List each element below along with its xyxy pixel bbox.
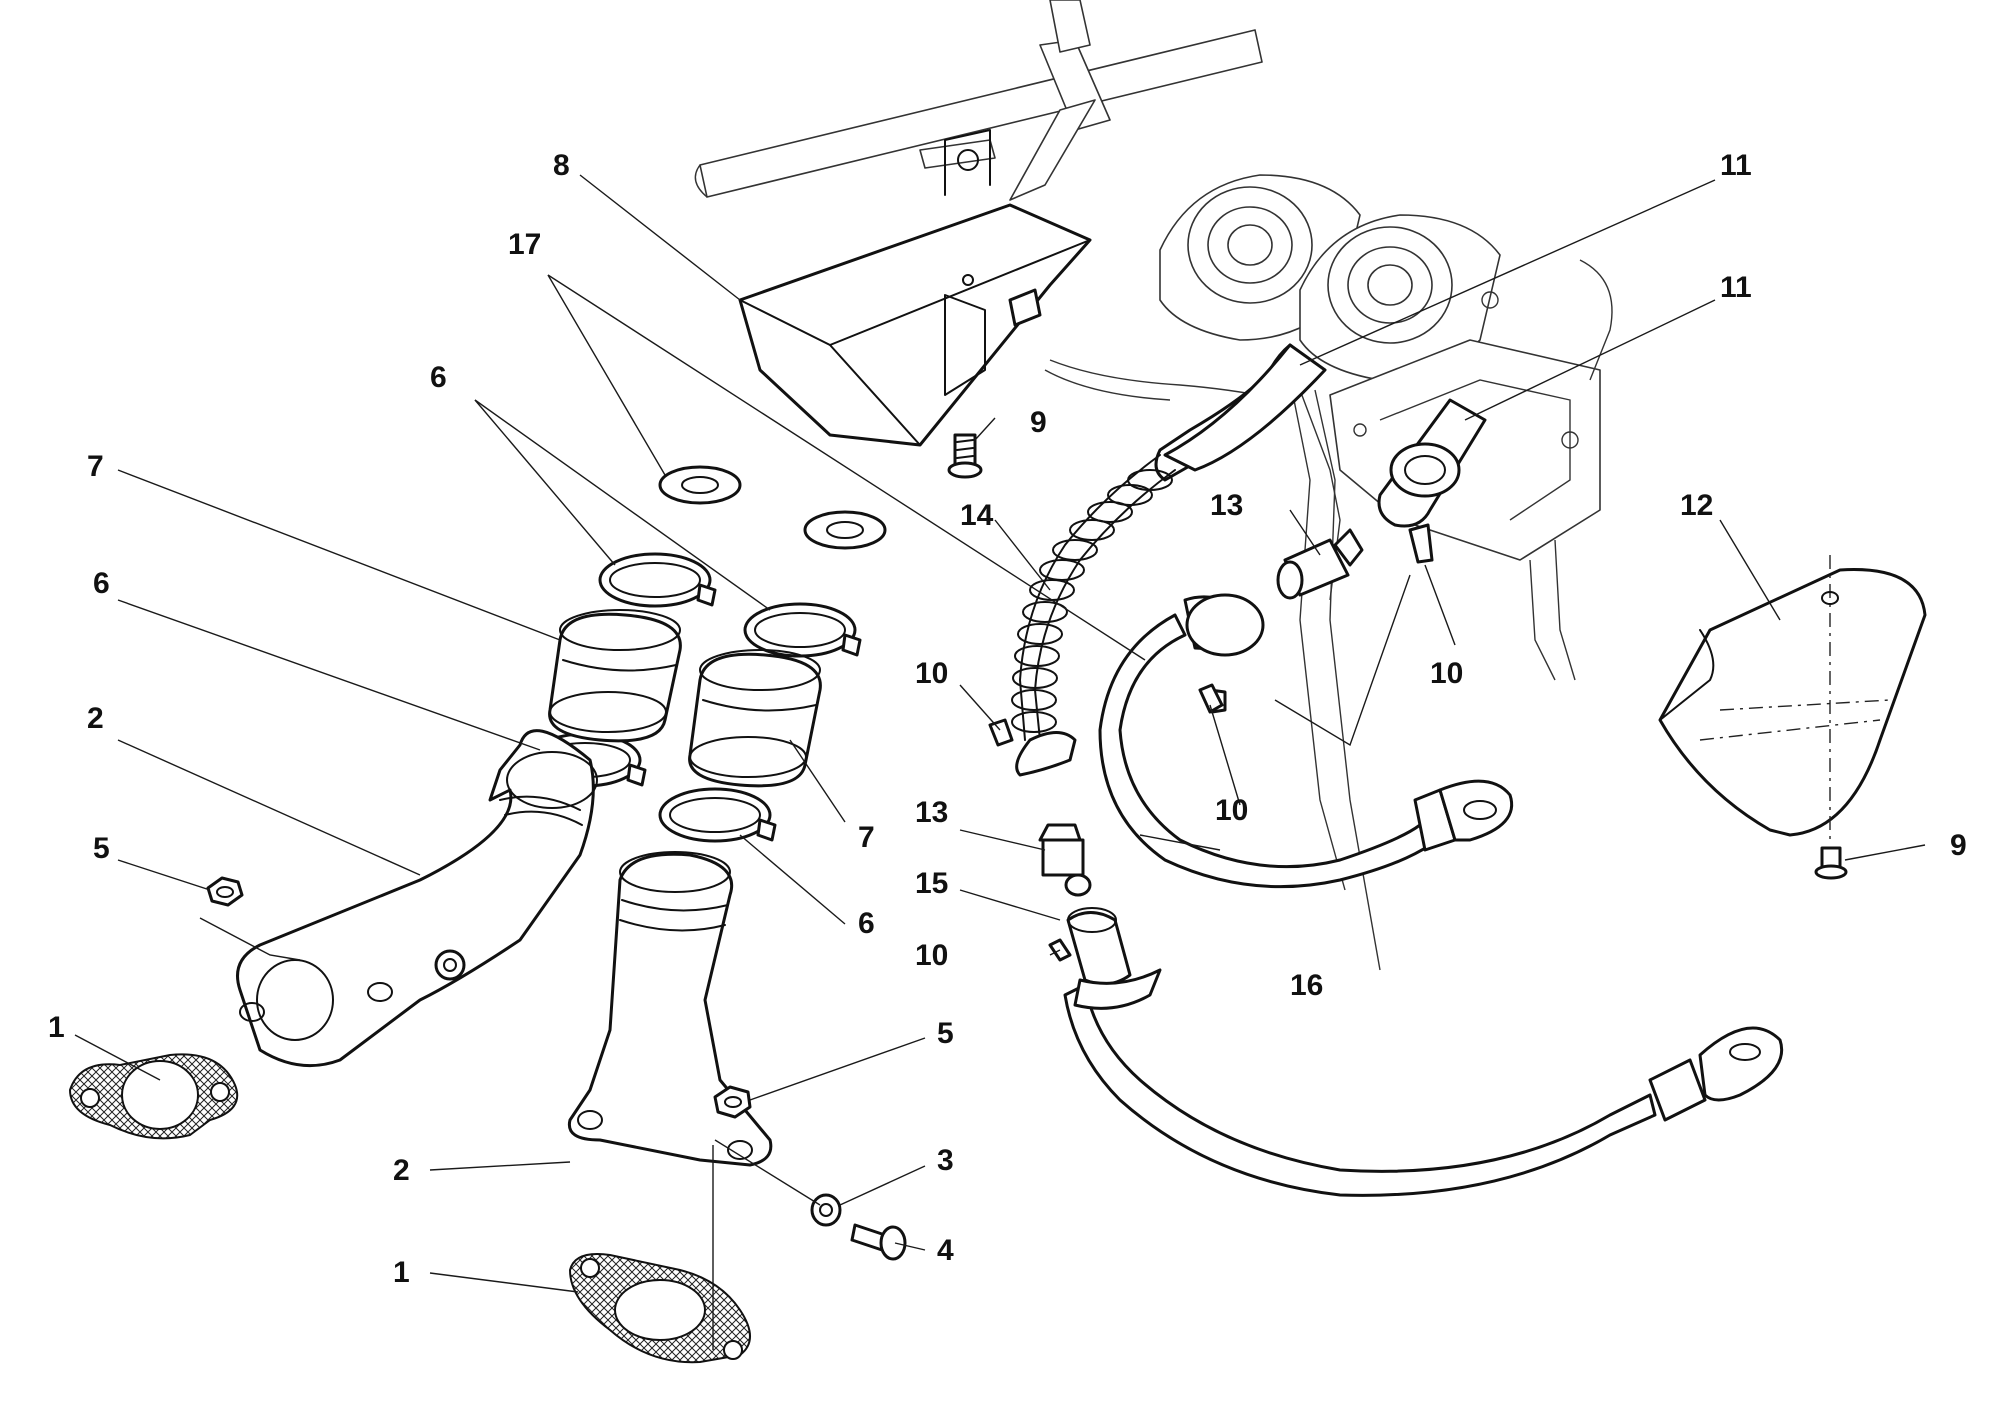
callout-16: 16 [1290, 969, 1323, 1002]
callout-labels: 1 1 2 2 3 4 5 5 6 6 6 7 7 8 9 9 10 10 10… [48, 149, 1967, 1289]
vent-hose-11-upper [1163, 343, 1327, 472]
cover-guard-8 [738, 129, 1092, 447]
nut-5-left [206, 876, 244, 907]
callout-15: 15 [915, 867, 948, 900]
callout-10: 10 [1430, 657, 1463, 690]
sleeve-7-left [548, 609, 682, 743]
callout-5: 5 [93, 832, 110, 865]
callout-1: 1 [393, 1256, 410, 1289]
callout-7: 7 [87, 450, 104, 483]
callout-8: 8 [553, 149, 570, 182]
screw-9-upper [947, 433, 983, 479]
callout-14: 14 [960, 499, 994, 532]
gasket-1-right [568, 1253, 751, 1364]
intake-manifold-2-right [567, 851, 773, 1167]
fuel-hose-16 [1098, 593, 1513, 889]
frame-tubes [694, 0, 1263, 201]
cover-12 [1658, 555, 1927, 840]
filter-13-upper [1276, 528, 1364, 600]
filter-13-lower [1038, 823, 1092, 897]
callout-2: 2 [87, 702, 104, 735]
callout-6: 6 [93, 567, 110, 600]
callout-5: 5 [937, 1017, 954, 1050]
callout-9: 9 [1030, 406, 1047, 439]
callout-13: 13 [1210, 489, 1243, 522]
stud-line-2 [714, 1139, 821, 1206]
clip-10-right [1408, 523, 1434, 564]
callout-6: 6 [430, 361, 447, 394]
callout-1: 1 [48, 1011, 65, 1044]
callout-10: 10 [915, 657, 948, 690]
fuel-hose-lower [1063, 968, 1784, 1197]
nut-5-right [713, 1085, 752, 1119]
clip-10-middle [1198, 683, 1224, 714]
callout-9: 9 [1950, 829, 1967, 862]
callout-17: 17 [508, 228, 541, 261]
washer-17-left [658, 465, 742, 505]
clip-10-left [988, 718, 1014, 747]
callout-11: 11 [1720, 271, 1752, 304]
callout-7: 7 [858, 821, 875, 854]
callout-11: 11 [1720, 149, 1752, 182]
callout-3: 3 [937, 1144, 954, 1177]
callout-10: 10 [1215, 794, 1248, 827]
clamp-6-upper-left [598, 552, 717, 608]
washer-3 [810, 1193, 842, 1227]
leader-lines [74, 174, 1926, 1293]
vent-hose-11-lower [1377, 398, 1487, 528]
clamp-6-lower-right [658, 787, 777, 843]
screw-4 [850, 1223, 907, 1261]
callout-6: 6 [858, 907, 875, 940]
intake-manifold-2-left [236, 729, 598, 1068]
gasket-1-left [68, 1053, 239, 1140]
callout-2: 2 [393, 1154, 410, 1187]
washer-17-right [803, 510, 887, 550]
callout-13: 13 [915, 796, 948, 829]
callout-4: 4 [937, 1234, 954, 1267]
clamp-6-upper-right [743, 602, 862, 658]
callout-10: 10 [915, 939, 948, 972]
callout-12: 12 [1680, 489, 1713, 522]
connector-15 [1066, 907, 1132, 986]
screw-9-right [1814, 846, 1848, 880]
sleeve-7-right [688, 649, 822, 788]
